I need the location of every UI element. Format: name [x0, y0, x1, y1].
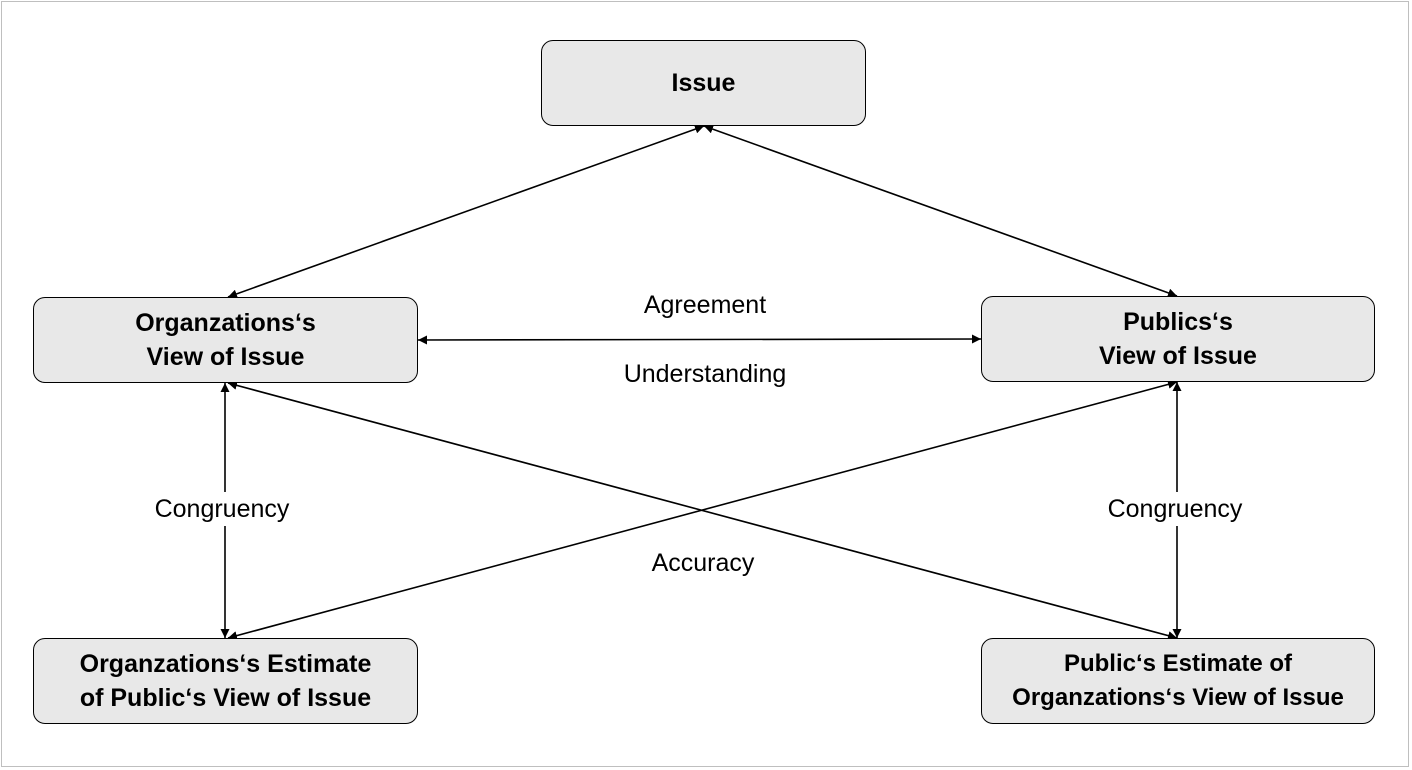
node-publics-view: Publics‘s View of Issue: [981, 296, 1375, 382]
node-publics-estimate-line-1: Public‘s Estimate of: [1063, 650, 1293, 677]
edge-accuracy-pub-to-orgestimate: [227, 379, 1178, 641]
label-understanding: Understanding: [623, 360, 787, 388]
label-congruency-right: Congruency: [1107, 492, 1243, 526]
node-organizations-estimate-line-2: of Public‘s View of Issue: [79, 684, 372, 712]
edge-issue-pub-view: [703, 124, 1178, 298]
node-organizations-view-line-2: View of Issue: [146, 343, 305, 371]
node-issue: Issue: [541, 40, 866, 126]
label-agreement: Agreement: [643, 291, 767, 319]
label-accuracy: Accuracy: [651, 549, 755, 577]
node-publics-estimate: Public‘s Estimate of Organzations‘s View…: [981, 638, 1375, 724]
node-publics-view-line-1: Publics‘s: [1123, 308, 1233, 336]
label-congruency-left: Congruency: [154, 492, 290, 526]
node-organizations-view-line-1: Organzations‘s: [135, 309, 316, 337]
node-issue-line-1: Issue: [671, 69, 736, 97]
node-organizations-estimate: Organzations‘s Estimate of Public‘s View…: [33, 638, 418, 724]
node-publics-view-line-2: View of Issue: [1099, 342, 1257, 370]
node-publics-estimate-line-2: Organzations‘s View of Issue: [1012, 684, 1344, 711]
node-organizations-estimate-line-1: Organzations‘s Estimate: [79, 650, 372, 678]
edge-org-pub-agreement: [417, 334, 982, 345]
edge-issue-org-view: [227, 124, 705, 299]
node-organizations-view: Organzations‘s View of Issue: [33, 297, 418, 383]
